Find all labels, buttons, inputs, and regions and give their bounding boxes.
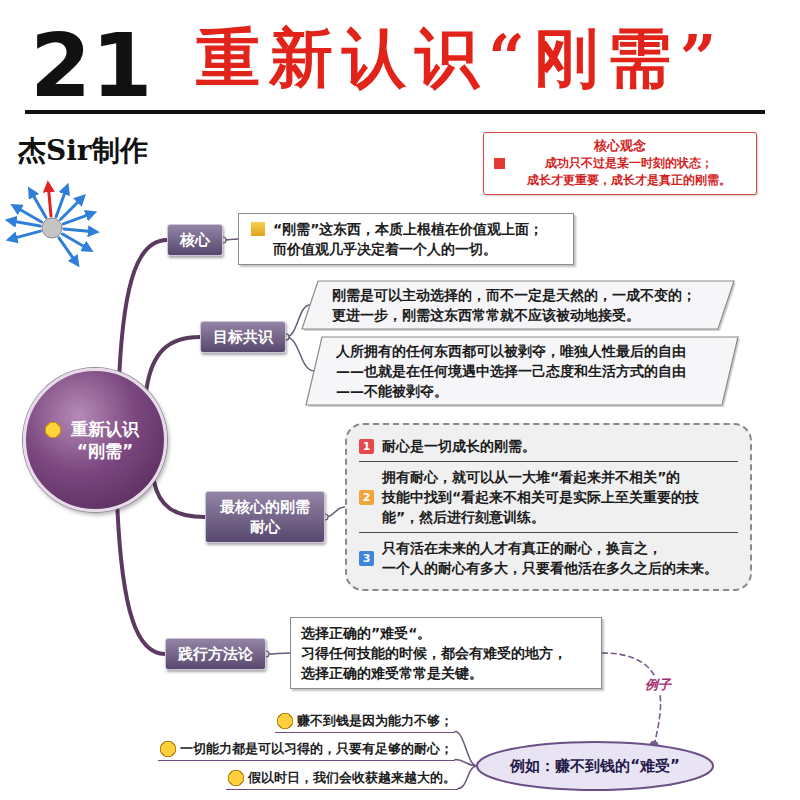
connector: [602, 653, 661, 745]
core-idea-box: 核心观念成功只不过是某一时刻的状态； 成长才更重要，成长才是真正的刚需。: [483, 132, 757, 195]
slanted-text-box: 刚需是可以主动选择的，而不一定是天然的，一成不变的； 更进一步，刚需这东西常常就…: [302, 281, 734, 329]
node-text: 人所拥有的任何东西都可以被剥夺，唯独人性最后的自由 ——也就是在任何境遇中选择一…: [336, 341, 714, 401]
icon-arrow: [48, 186, 51, 216]
page-title: 重新认识“刚需”: [196, 26, 726, 90]
node-text: 只有活在未来的人才有真正的耐心，换言之， 一个人的耐心有多大，只要看他活在多久之…: [382, 538, 738, 578]
icon-arrow: [11, 221, 41, 226]
callout-number: 2: [359, 490, 374, 505]
icon-arrow: [31, 192, 46, 218]
underlined-topic: 赚不到钱是因为能力不够；: [275, 712, 455, 733]
branch-topic: 最核心的刚需 耐心: [205, 491, 325, 543]
core-body: 成功只不过是某一时刻的状态； 成长才更重要，成长才是真正的刚需。: [492, 155, 748, 189]
header-rule: [25, 110, 765, 114]
node-text: 假以时日，我们会收获越来越大的。: [228, 769, 456, 787]
connector: [458, 766, 477, 789]
connector: [266, 653, 290, 654]
author-label: 杰Sir制作: [18, 134, 148, 168]
underlined-topic: 一切能力都是可以习得的，只要有足够的耐心；: [158, 740, 455, 761]
callout-number: 3: [359, 551, 374, 566]
example-ellipse: 例如：赚不到钱的“难受”: [475, 740, 715, 792]
connector: [455, 760, 477, 767]
icon-arrow: [16, 207, 42, 222]
node-text: 核心: [180, 230, 210, 250]
node-text: 重新认识 “刚需”: [45, 418, 145, 462]
node-text: 最核心的刚需 耐心: [218, 497, 312, 537]
text-box: “刚需”这东西，本质上根植在价值观上面； 而价值观几乎决定着一个人的一切。: [238, 213, 574, 265]
core-heading: 核心观念: [492, 137, 748, 155]
parallelogram-fill: [302, 281, 734, 329]
node-text: 例如：赚不到钱的“难受”: [510, 756, 680, 776]
icon-arrow: [63, 214, 91, 224]
icon-arrow: [59, 238, 76, 263]
branch-topic: 核心: [167, 224, 223, 256]
ellipse-fill: [477, 742, 713, 790]
callout-number: 1: [359, 439, 374, 454]
central-topic: 重新认识 “刚需”: [23, 368, 167, 512]
icon-arrow: [56, 189, 66, 217]
icon-arrow: [11, 231, 40, 239]
cloud-row: 1 耐心是一切成长的刚需。: [359, 431, 738, 461]
underlined-topic: 假以时日，我们会收获越来越大的。: [226, 769, 458, 790]
branch-topic: 目标共识: [200, 321, 286, 353]
edge-label: 例子: [642, 676, 674, 693]
connector: [154, 481, 205, 517]
parallelogram-fill: [306, 337, 738, 405]
slanted-text-box: 人所拥有的任何东西都可以被剥夺，唯独人性最后的自由 ——也就是在任何境遇中选择一…: [306, 337, 738, 405]
node-text: 刚需是可以主动选择的，而不一定是天然的，一成不变的； 更进一步，刚需这东西常常就…: [332, 285, 710, 325]
node-text: 耐心是一切成长的刚需。: [382, 436, 738, 456]
arrow-burst-icon: [11, 186, 94, 262]
connector: [286, 337, 314, 371]
node-text: 一切能力都是可以习得的，只要有足够的耐心；: [160, 740, 453, 758]
cloud-row: 2 拥有耐心，就可以从一大堆“看起来并不相关”的 技能中找到“看起来不相关可是实际…: [359, 461, 738, 532]
node-text: “刚需”这东西，本质上根植在价值观上面； 而价值观几乎决定着一个人的一切。: [249, 219, 563, 259]
icon-center: [42, 218, 62, 238]
issue-number: 21: [30, 22, 152, 110]
connector: [117, 508, 165, 654]
node-text: 拥有耐心，就可以从一大堆“看起来并不相关”的 技能中找到“看起来不相关可是实际上…: [382, 467, 738, 527]
dashed-cloud: 1 耐心是一切成长的刚需。 2 拥有耐心，就可以从一大堆“看起来并不相关”的 技能中找…: [345, 423, 752, 591]
branch-topic: 践行方法论: [165, 638, 266, 670]
cloud-row: 3 只有活在未来的人才有真正的耐心，换言之， 一个人的耐心有多大，只要看他活在多久…: [359, 532, 738, 583]
node-text: 践行方法论: [178, 644, 253, 664]
icon-arrow: [64, 229, 94, 232]
icon-arrow: [61, 198, 82, 219]
node-text: 选择正确的”难受“。 习得任何技能的时候，都会有难受的地方， 选择正确的难受常常…: [301, 623, 591, 683]
text-box: 选择正确的”难受“。 习得任何技能的时候，都会有难受的地方， 选择正确的难受常常…: [290, 617, 602, 689]
node-text: 赚不到钱是因为能力不够；: [277, 712, 453, 730]
connector: [146, 337, 200, 390]
node-text: 目标共识: [213, 327, 273, 347]
connector: [455, 732, 477, 767]
